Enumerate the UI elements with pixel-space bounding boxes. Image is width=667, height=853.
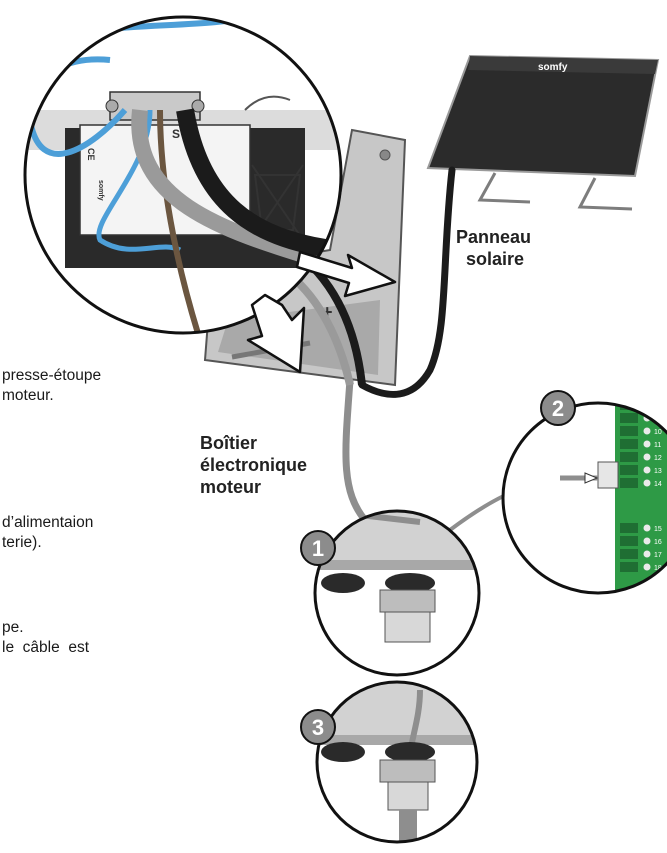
terminal-screw-left [105, 99, 119, 113]
terminal-number: 17 [654, 552, 662, 559]
terminal-screw [643, 550, 651, 558]
terminal-screw [643, 427, 651, 435]
gland-nut [379, 589, 436, 613]
badge-1-label: 1 [312, 536, 324, 561]
terminal-screw [643, 563, 651, 571]
terminal-s-mark: S [172, 127, 180, 141]
arrow-right [295, 250, 397, 298]
terminal-number: 10 [654, 429, 662, 436]
terminal-screw [643, 466, 651, 474]
terminal-screw [643, 537, 651, 545]
text-line-2: moteur. [2, 387, 54, 404]
text-line-1: presse-étoupe [2, 367, 102, 384]
terminal-screw [643, 403, 651, 409]
label-boitier-line1: Boîtier [200, 433, 258, 453]
terminal-number: 14 [654, 481, 662, 488]
grey-cable-in-box [287, 271, 354, 386]
grey-wire [131, 109, 323, 268]
terminal-number: 15 [654, 526, 662, 533]
terminal-block-magnifier: CE somfy S [23, 15, 343, 335]
arrow-down [246, 293, 306, 374]
badge-2: 2 [540, 390, 576, 426]
terminal-number: 11 [654, 442, 661, 449]
text-line-6: le câble est [2, 639, 90, 656]
brown-wire [157, 109, 203, 333]
ce-mark: CE [86, 148, 96, 161]
terminal-number: 18 [654, 565, 662, 572]
terminal-slot [620, 549, 638, 559]
solar-panel: somfy [426, 54, 660, 211]
terminal-number: 12 [654, 455, 662, 462]
text-line-5: pe. [2, 619, 24, 636]
label-boitier-line3: moteur [200, 477, 262, 497]
box-screw [379, 149, 391, 161]
gland-magnifier-3 [315, 680, 479, 844]
gland-hole-right [385, 573, 435, 593]
badge-1: 1 [300, 530, 336, 566]
somfy-logo-panel: somfy [538, 62, 568, 73]
terminal-screw [643, 479, 651, 487]
gland-cap-3 [387, 781, 429, 811]
magnifier-border [23, 15, 343, 335]
badge-3-label: 3 [312, 715, 324, 740]
label-boitier-line2: électronique [200, 455, 308, 475]
motor-cable [342, 379, 368, 523]
terminal-number: 13 [654, 468, 662, 475]
terminal-slot [620, 452, 638, 462]
badge-3: 3 [300, 709, 336, 745]
arrows [246, 250, 397, 374]
gland-cap [384, 611, 431, 643]
terminal-number: 8 [654, 403, 658, 410]
gland-hole-right-3 [385, 742, 435, 762]
badge-2-label: 2 [552, 396, 564, 421]
solar-panel-cable [358, 166, 456, 398]
terminal-slot [620, 523, 638, 533]
gland-hole-left-3 [321, 742, 365, 762]
magnifier-3-border [315, 680, 479, 844]
solar-panel-glass [426, 54, 660, 178]
label-panneau-line1: Panneau [456, 227, 532, 247]
terminal-slot [620, 562, 638, 572]
box-plus-mark: + [322, 302, 333, 322]
terminal-number: 16 [654, 539, 662, 546]
terminal-slot [620, 413, 638, 423]
black-wire [176, 108, 341, 259]
terminal-screw [643, 453, 651, 461]
terminal-slot [620, 465, 638, 475]
terminal-slot [620, 426, 638, 436]
terminal-screw [643, 440, 651, 448]
recycle-icon [244, 95, 291, 111]
somfy-logo-board: somfy [97, 180, 104, 201]
magnifier-1-border [313, 509, 481, 677]
gland-nut-3 [379, 759, 436, 783]
connector-plug [597, 461, 619, 489]
text-line-3: d’alimentaion [2, 514, 94, 531]
gland-hole-left [321, 573, 365, 593]
label-panneau-line2: solaire [466, 249, 525, 269]
plug-arrow [584, 472, 599, 484]
terminal-screw [643, 524, 651, 532]
solar-panel-frame-top [468, 56, 658, 74]
terminal-slot [620, 478, 638, 488]
terminal-slot [620, 439, 638, 449]
terminal-slot [620, 536, 638, 546]
text-line-4: terie). [2, 534, 42, 551]
gland-cable-out-3 [399, 810, 417, 842]
terminal-screw-right [191, 99, 205, 113]
panel-stand [477, 172, 633, 211]
magnifier-2-border [501, 401, 667, 595]
gland-magnifier-1 [313, 509, 481, 677]
